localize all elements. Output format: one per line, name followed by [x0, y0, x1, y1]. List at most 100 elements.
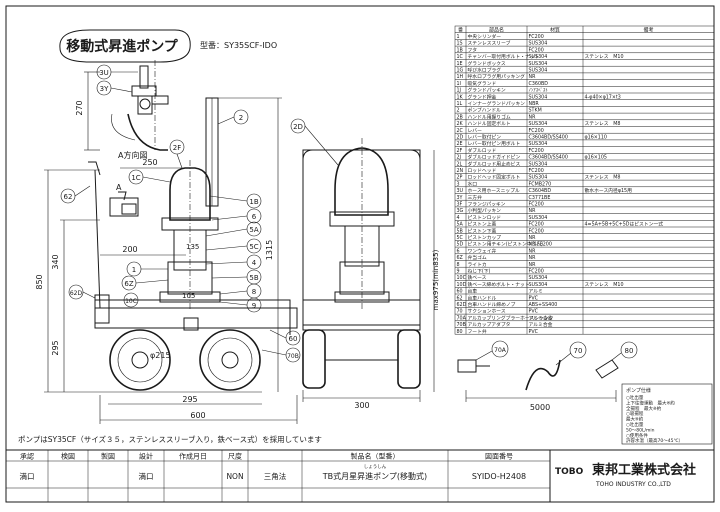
- callout-5B: 5B: [211, 269, 262, 285]
- title-bubble: 移動式昇進ポンプ: [59, 29, 191, 63]
- parts-table-cell: ダブルロッド: [468, 147, 497, 154]
- parts-table-cell: NR: [529, 248, 537, 254]
- spec-line: 全揚程 最大※約: [626, 405, 662, 412]
- callout-8: 8: [219, 283, 262, 299]
- title-block-value: SYIDO-H2408: [472, 472, 526, 481]
- parts-table-cell: 1J: [457, 88, 461, 94]
- parts-table-cell: NR: [529, 114, 537, 120]
- parts-table-cell: SUS304: [529, 54, 548, 60]
- svg-text:70A: 70A: [494, 347, 507, 354]
- dim-850: 850: [35, 274, 44, 289]
- spec-line: ○吸揚程: [626, 410, 644, 417]
- parts-table-cell: インナーグランドパッキン: [468, 100, 526, 107]
- parts-table-cell: 3Y: [457, 195, 463, 201]
- parts-table-cell: ハンドル用握りゴム: [468, 113, 511, 120]
- title-block-header: 図面番号: [485, 453, 513, 461]
- parts-table-cell: 5C: [457, 235, 464, 241]
- company-jp: 東邦工業株式会社: [592, 462, 696, 478]
- parts-table-cell: SUS304: [529, 61, 548, 67]
- parts-table-cell: 散水ホース内径φ15用: [585, 187, 633, 194]
- svg-text:80: 80: [625, 347, 634, 355]
- parts-table-cell: グランドボックス: [468, 60, 506, 67]
- svg-text:3U: 3U: [99, 69, 109, 77]
- title-block-header: 尺度: [228, 452, 242, 461]
- title-block-value: NON: [226, 472, 243, 481]
- parts-table-cell: アルカップアダプタ: [468, 321, 511, 328]
- svg-text:6: 6: [252, 213, 257, 221]
- parts-table-cell: 1C: [457, 54, 464, 60]
- parts-table-header-cell: 番: [458, 26, 463, 33]
- title-block-header: 製図: [101, 452, 115, 461]
- front-view: 300 max975(min835): [302, 138, 440, 410]
- parts-table-header-cell: 部品名: [489, 26, 504, 33]
- parts-table-cell: 6: [457, 248, 460, 254]
- company-block: TOBO 東邦工業株式会社 TOHO INDUSTRY CO.,LTD: [549, 450, 696, 502]
- parts-table-cell: FC200: [529, 222, 544, 228]
- parts-table-cell: レバー: [468, 128, 483, 134]
- side-view: 270 250 φ215: [35, 60, 298, 424]
- parts-table-cell: FC200: [529, 168, 544, 174]
- parts-table-cell: 2E: [457, 141, 463, 147]
- parts-table-cell: 台車ハンドル締めノブ: [468, 301, 516, 308]
- parts-table-cell: 2J: [457, 155, 461, 161]
- parts-table-cell: 1L: [457, 101, 463, 107]
- svg-text:62D: 62D: [70, 290, 83, 297]
- title-block-value: 満口: [20, 472, 35, 481]
- parts-table-cell: 1G: [457, 68, 464, 74]
- parts-table-cell: C360BD: [529, 81, 549, 87]
- parts-table-cell: 5B: [457, 228, 463, 234]
- callout-6Z: 6Z: [121, 275, 169, 291]
- parts-table-cell: 鉄ベース締めボルト・ナット: [468, 281, 530, 288]
- parts-table-cell: 1S: [457, 41, 463, 47]
- callout-80: 80: [611, 341, 638, 361]
- callout-70A: 70A: [475, 340, 509, 361]
- parts-table-cell: アルカップリングプラーホースシャンク: [468, 314, 554, 321]
- parts-table-cell: ステンレス M10: [585, 54, 624, 60]
- svg-text:2D: 2D: [293, 123, 303, 131]
- note-text: ポンプはSY35CF（サイズ３５，ステンレススリーブ入り，鉄ベース式）を採用して…: [18, 434, 322, 444]
- parts-table-cell: 台車: [468, 288, 478, 295]
- parts-table-header: 番部品名材質備考: [458, 26, 654, 33]
- callout-9: 9: [219, 297, 262, 313]
- parts-table-cell: 吸気グランド: [468, 80, 497, 87]
- parts-table-cell: 鉄ベース: [468, 274, 487, 281]
- parts-table-cell: ピストンロッド: [468, 215, 502, 221]
- parts-table-cell: FCMB270: [529, 181, 552, 187]
- parts-table-cell: PVC: [529, 309, 539, 315]
- parts-table-cell: 2B: [457, 114, 463, 120]
- parts-table-cell: 2F: [457, 148, 463, 154]
- parts-table-cell: 4=5A+5B+5C+5Dはピストン一式: [585, 221, 664, 228]
- svg-text:9: 9: [252, 302, 256, 310]
- callout-5C: 5C: [205, 238, 262, 254]
- parts-table-cell: アルミ合金: [529, 321, 553, 328]
- parts-table-cell: 60: [457, 289, 463, 295]
- svg-text:5C: 5C: [249, 243, 258, 251]
- parts-table-cell: ねじ下(下): [468, 269, 491, 275]
- parts-table-cell: SUS304: [529, 282, 548, 288]
- parts-table-cell: ピストンカップ: [468, 235, 502, 241]
- company-en: TOHO INDUSTRY CO.,LTD: [595, 481, 671, 488]
- parts-table-cell: SUS304: [529, 275, 548, 281]
- dim-1315: 1315: [265, 240, 274, 260]
- callout-1: 1: [126, 261, 168, 277]
- parts-table-cell: ホース用ホースニップル: [468, 188, 520, 194]
- spec-title: ポンプ仕様: [626, 387, 651, 394]
- parts-table-cell: ポンプハンドル: [468, 107, 502, 114]
- parts-table-cell: SUS304: [529, 121, 548, 127]
- callout-62D: 62D: [68, 284, 96, 300]
